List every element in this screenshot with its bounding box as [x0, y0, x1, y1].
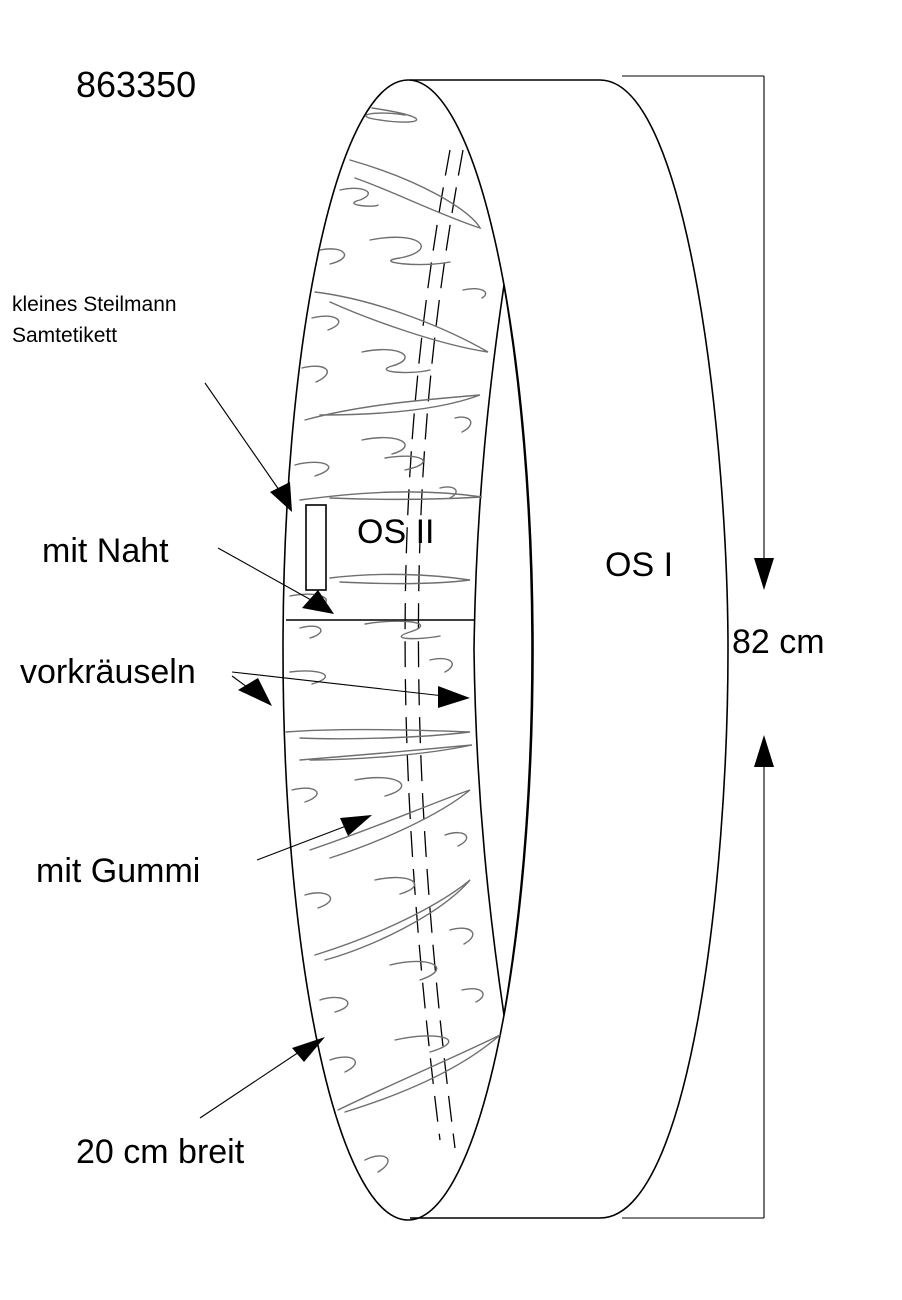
part-os1-label: OS I	[605, 546, 673, 584]
height-label: 82 cm	[732, 623, 825, 661]
leaders	[199, 382, 470, 1119]
elastic-channel-line-2	[417, 149, 464, 1149]
inner-opening-left	[473, 284, 505, 1016]
dimension-arrow-up-icon	[754, 735, 774, 767]
gather-arrow-left-icon	[238, 678, 272, 706]
width-leader	[199, 1045, 309, 1119]
elastic-label: mit Gummi	[36, 852, 200, 890]
label-tag-leader	[204, 382, 287, 501]
elastic-leader	[256, 822, 355, 861]
label-tag-text-line1: kleines Steilmann	[12, 293, 177, 316]
elastic-arrow-icon	[340, 815, 372, 836]
article-number: 863350	[76, 64, 196, 105]
gathering-texture	[285, 107, 501, 1173]
dimension-arrow-down-icon	[754, 558, 774, 590]
label-tag-text-line2: Samtetikett	[12, 324, 117, 347]
seam-label: mit Naht	[42, 532, 169, 570]
outer-band	[410, 79, 729, 1219]
outer-band-right-curve	[599, 79, 729, 1219]
gather-leader-right	[231, 671, 445, 697]
inner-opening-right	[503, 284, 533, 1016]
width-label: 20 cm breit	[76, 1133, 245, 1171]
gather-arrow-right-icon	[438, 686, 470, 708]
elastic-channel-line-1	[404, 149, 451, 1141]
seam-leader	[217, 547, 321, 606]
front-ring-outline	[282, 79, 534, 1221]
part-os2-label: OS II	[357, 513, 434, 551]
label-tag	[305, 504, 327, 591]
inner-band	[282, 79, 534, 1221]
seam-arrow-icon	[302, 590, 334, 614]
label-tag-arrow-icon	[270, 482, 292, 512]
width-arrow-icon	[292, 1037, 325, 1062]
height-dimension	[622, 75, 774, 1219]
gather-label: vorkräuseln	[20, 653, 196, 691]
